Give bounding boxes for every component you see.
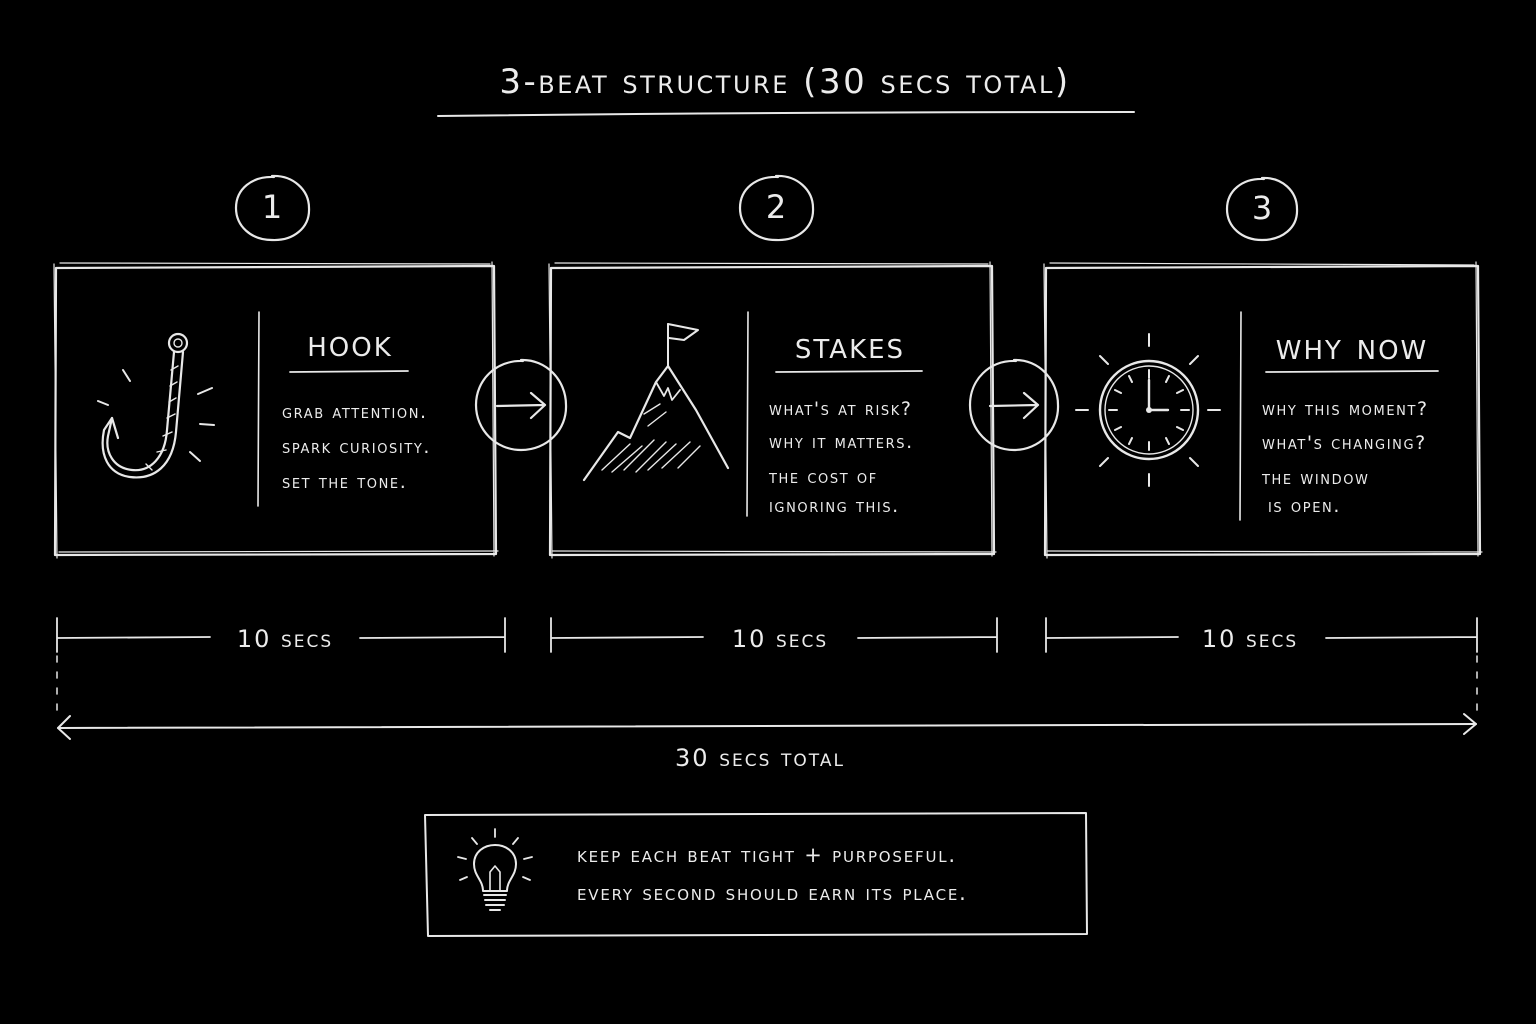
fishing-hook-icon <box>97 332 215 479</box>
title-underline <box>437 111 1135 117</box>
beat-3-line-2: What's changing? <box>1262 432 1427 454</box>
mountain-flag-icon <box>582 323 730 482</box>
beat-3-duration: 10 secs <box>1201 625 1299 653</box>
beat-1-line-3: Set the tone. <box>282 471 408 493</box>
beat-1-line-2: Spark curiosity. <box>282 436 432 458</box>
beat-2-box <box>548 261 997 559</box>
beat-1-number: 1 <box>261 188 283 226</box>
beat-3-title: Why Now <box>1275 325 1429 368</box>
beat-2-line-2: Why it matters. <box>769 431 914 453</box>
duration-bracket-2 <box>550 617 998 653</box>
total-duration-label: 30 secs total <box>675 744 845 772</box>
page-title: 3-Beat Structure (30 secs total) <box>499 62 1071 102</box>
beat-1-title: Hook <box>307 322 393 365</box>
beat-1-number-circle <box>234 174 311 242</box>
beat-2-title: Stakes <box>794 324 906 367</box>
total-span-arrow <box>56 655 1478 740</box>
beat-1-duration: 10 secs <box>236 625 334 653</box>
beat-2-line-4: ignoring this. <box>769 495 900 517</box>
beat-2-number: 2 <box>765 188 787 226</box>
duration-bracket-3 <box>1045 617 1478 653</box>
tip-box <box>424 812 1088 937</box>
tip-line-2: Every second should earn its place. <box>577 881 968 905</box>
beat-1-box <box>53 261 499 559</box>
beat-3-number: 3 <box>1251 189 1273 227</box>
beat-2-number-circle <box>738 174 815 242</box>
beat-2-line-3: The cost of <box>769 466 878 488</box>
clock-icon <box>1075 333 1221 487</box>
beat-3-line-4: is open. <box>1268 495 1341 517</box>
arrow-right-icon <box>968 358 1060 452</box>
arrow-right-icon <box>474 358 568 452</box>
tip-line-1: Keep each beat tight + purposeful. <box>577 843 957 867</box>
beat-3-line-1: Why this moment? <box>1262 398 1429 420</box>
beat-3-box <box>1043 261 1483 559</box>
beat-2-duration: 10 secs <box>731 625 829 653</box>
duration-bracket-1 <box>56 617 506 653</box>
lightbulb-icon <box>457 828 533 911</box>
beat-3-line-3: The window <box>1262 467 1370 489</box>
beat-3-number-circle <box>1225 176 1299 242</box>
beat-1-line-1: Grab attention. <box>282 401 428 423</box>
beat-2-line-1: What's at risk? <box>769 398 913 420</box>
